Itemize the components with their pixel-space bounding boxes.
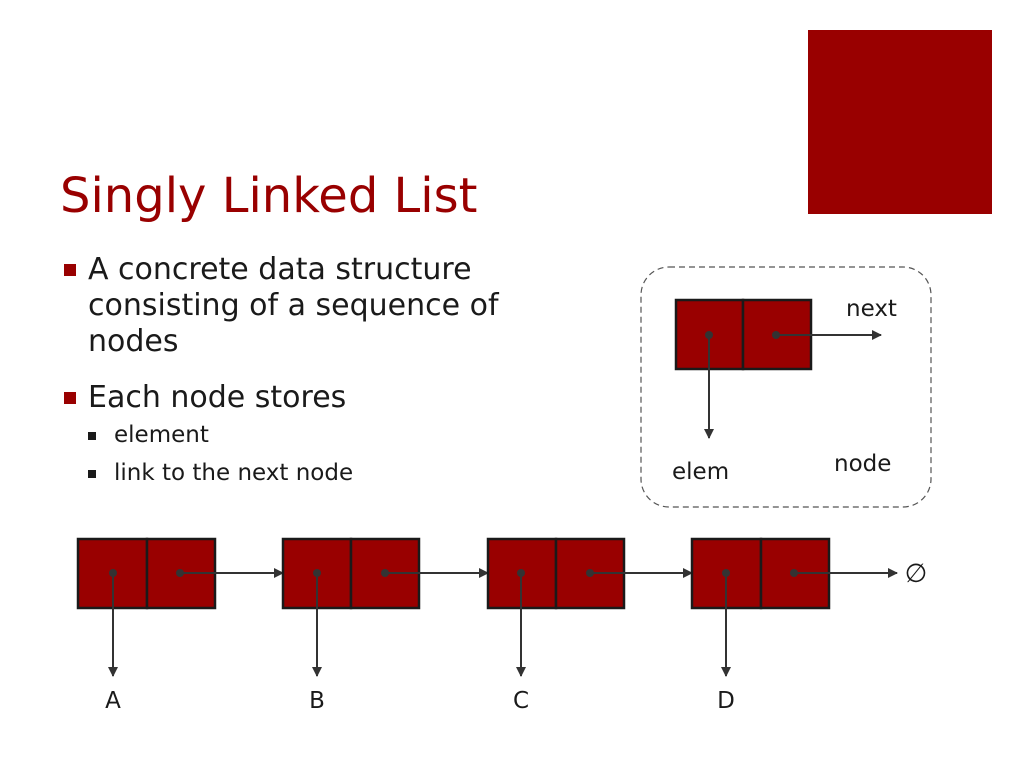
bullet-text: Each node stores [88, 380, 347, 415]
node-legend: next elem node [640, 266, 932, 508]
sub-bullet-text: link to the next node [114, 460, 354, 486]
square-bullet-icon [64, 264, 76, 276]
list-node: C [486, 537, 693, 714]
list-node: B [281, 537, 489, 714]
list-node: D [690, 537, 898, 714]
list-node: A [76, 537, 284, 714]
bullet-list: A concrete data structure consisting of … [62, 252, 582, 492]
square-bullet-icon [88, 470, 96, 478]
next-label: next [846, 296, 897, 322]
linked-list-chain: A B C [76, 537, 928, 714]
square-bullet-icon [88, 432, 96, 440]
elem-label: elem [672, 459, 729, 485]
bullet-text: A concrete data structure consisting of … [88, 252, 499, 359]
node-label: node [834, 451, 891, 477]
square-bullet-icon [64, 392, 76, 404]
element-label: C [513, 688, 529, 714]
bullet-item: A concrete data structure consisting of … [62, 252, 582, 360]
legend-dashed-border [640, 266, 932, 508]
sub-bullet-item: element [88, 416, 582, 454]
bullet-item: Each node stores [62, 380, 582, 416]
slide-title: Singly Linked List [60, 168, 478, 224]
element-label: D [717, 688, 735, 714]
sub-bullet-item: link to the next node [88, 454, 582, 492]
sub-bullet-text: element [114, 422, 209, 448]
element-label: A [105, 688, 121, 714]
null-terminator-label: ∅ [905, 559, 928, 589]
element-label: B [309, 688, 325, 714]
accent-square [808, 30, 992, 214]
